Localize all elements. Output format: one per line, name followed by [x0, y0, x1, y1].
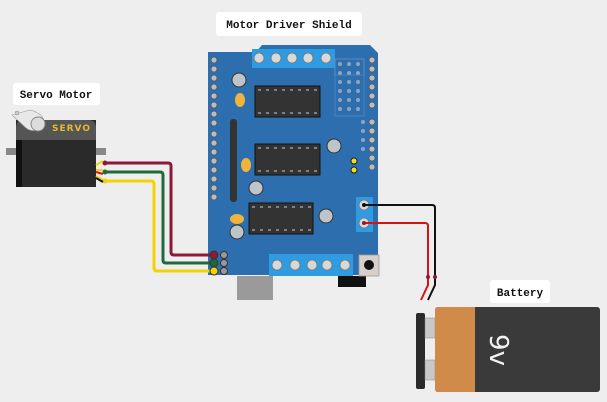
top-terminal-block[interactable]	[252, 49, 335, 68]
shield-label-text: Motor Driver Shield	[226, 20, 351, 32]
battery-terminal-1	[424, 317, 436, 339]
battery-clip	[416, 313, 425, 389]
motor-driver-chip-1	[254, 85, 321, 118]
wire-green	[105, 170, 214, 265]
shift-register-chip	[248, 202, 314, 235]
battery-terminal-2	[424, 359, 436, 381]
header-grid	[334, 58, 365, 151]
power-terminal[interactable]	[356, 197, 373, 232]
servo-motor[interactable]: SERVO	[6, 109, 106, 187]
shield-label: Motor Driver Shield	[216, 12, 362, 36]
right-header-pins	[368, 56, 376, 171]
motor-driver-chip-2	[254, 143, 321, 176]
servo-wires	[105, 161, 214, 273]
battery-body	[435, 307, 600, 392]
wire-red	[364, 222, 429, 301]
dc-power-jack[interactable]	[358, 254, 380, 277]
bottom-terminal-block[interactable]	[269, 254, 353, 276]
servo-body-text: SERVO	[52, 124, 91, 134]
wire-black	[364, 204, 436, 301]
battery-label: Battery	[490, 280, 550, 303]
pwr-jumper[interactable]	[350, 157, 358, 174]
servo-headers[interactable]	[220, 251, 228, 275]
reset-bar	[230, 119, 237, 202]
battery-wires	[362, 203, 437, 301]
motor-driver-shield[interactable]	[208, 45, 380, 300]
left-header-pins	[210, 56, 218, 201]
battery-voltage-text: 9v	[483, 334, 513, 366]
usb-port	[237, 276, 273, 300]
capacitors	[229, 72, 342, 240]
battery-9v[interactable]: 9v	[416, 307, 600, 392]
servo-label: Servo Motor	[13, 83, 100, 105]
battery-orange-band	[435, 307, 475, 392]
resistors	[230, 93, 251, 224]
wire-signal-red	[105, 161, 214, 257]
servo-wire-ends	[102, 160, 219, 276]
power-jack-base	[338, 276, 366, 287]
wire-yellow	[105, 179, 214, 273]
battery-label-text: Battery	[497, 288, 544, 300]
servo-label-text: Servo Motor	[20, 90, 93, 102]
